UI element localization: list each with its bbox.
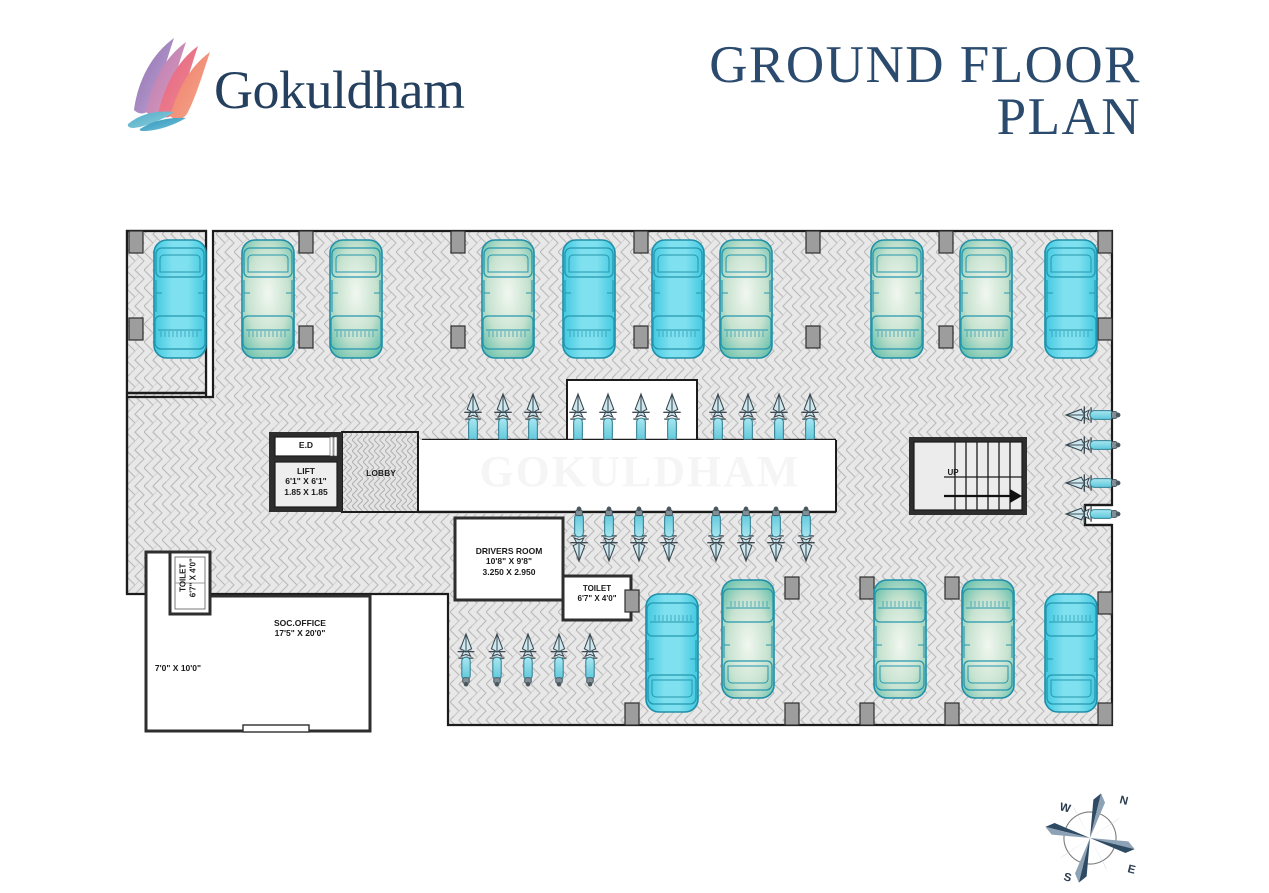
car-icon [959, 239, 1013, 359]
columns-bottom [624, 576, 1113, 726]
car-icon [153, 239, 207, 359]
compass-rose-icon: N W E S [1045, 793, 1137, 885]
stair-up-arrow-icon [944, 489, 1022, 503]
compass-rose: N W E S [1035, 788, 1145, 888]
room-label-ed: E.D [298, 440, 314, 450]
car-icon [873, 579, 927, 699]
feather-plume-logo-icon [127, 38, 210, 131]
compass-label-east: E [1126, 863, 1137, 877]
soc-office-block [144, 550, 372, 733]
car-icon [870, 239, 924, 359]
page-header: Gokuldham GROUND FLOOR PLAN [0, 0, 1269, 215]
brand-logo: Gokuldham [122, 32, 472, 132]
compass-label-west: W [1058, 801, 1072, 815]
staircase [909, 437, 1027, 515]
room-label-open-area: 7'0" X 10'0" [154, 663, 202, 673]
lobby-lift-block [269, 431, 419, 513]
room-label-lift: LIFT 6'1" X 6'1" 1.85 X 1.85 [284, 466, 328, 497]
car-icon [645, 593, 699, 713]
page-title: GROUND FLOOR PLAN [709, 39, 1141, 146]
car-icon [721, 579, 775, 699]
two-wheeler-band-2 [417, 440, 837, 514]
car-icon [961, 579, 1015, 699]
svg-text:GOKULDHAM: GOKULDHAM [479, 447, 800, 496]
page-title-line1: GROUND FLOOR [709, 36, 1141, 94]
car-icon [719, 239, 773, 359]
car-icon [1044, 239, 1098, 359]
room-label-soc-office: SOC.OFFICE 17'5" X 20'0" [274, 618, 326, 639]
room-label-lobby: LOBBY [366, 468, 396, 478]
compass-label-south: S [1062, 871, 1073, 885]
columns-top [128, 230, 1113, 349]
car-icon [651, 239, 705, 359]
car-icon [241, 239, 295, 359]
car-icon [1044, 593, 1098, 713]
stair-up-label: UP [947, 468, 959, 477]
watermark: GOKULDHAM [479, 447, 800, 496]
car-icon [481, 239, 535, 359]
page-title-line2: PLAN [996, 87, 1141, 146]
brand-name: Gokuldham [214, 60, 465, 120]
room-label-drivers-room: DRIVERS ROOM 10'8" X 9'8" 3.250 X 2.950 [475, 546, 543, 577]
room-label-toilet-mid: TOILET 6'7" X 4'0" [577, 584, 617, 603]
compass-label-north: N [1118, 794, 1129, 808]
room-label-toilet-left: TOILET 6'7" X 4'0" [178, 558, 197, 598]
car-icon [329, 239, 383, 359]
car-icon [562, 239, 616, 359]
